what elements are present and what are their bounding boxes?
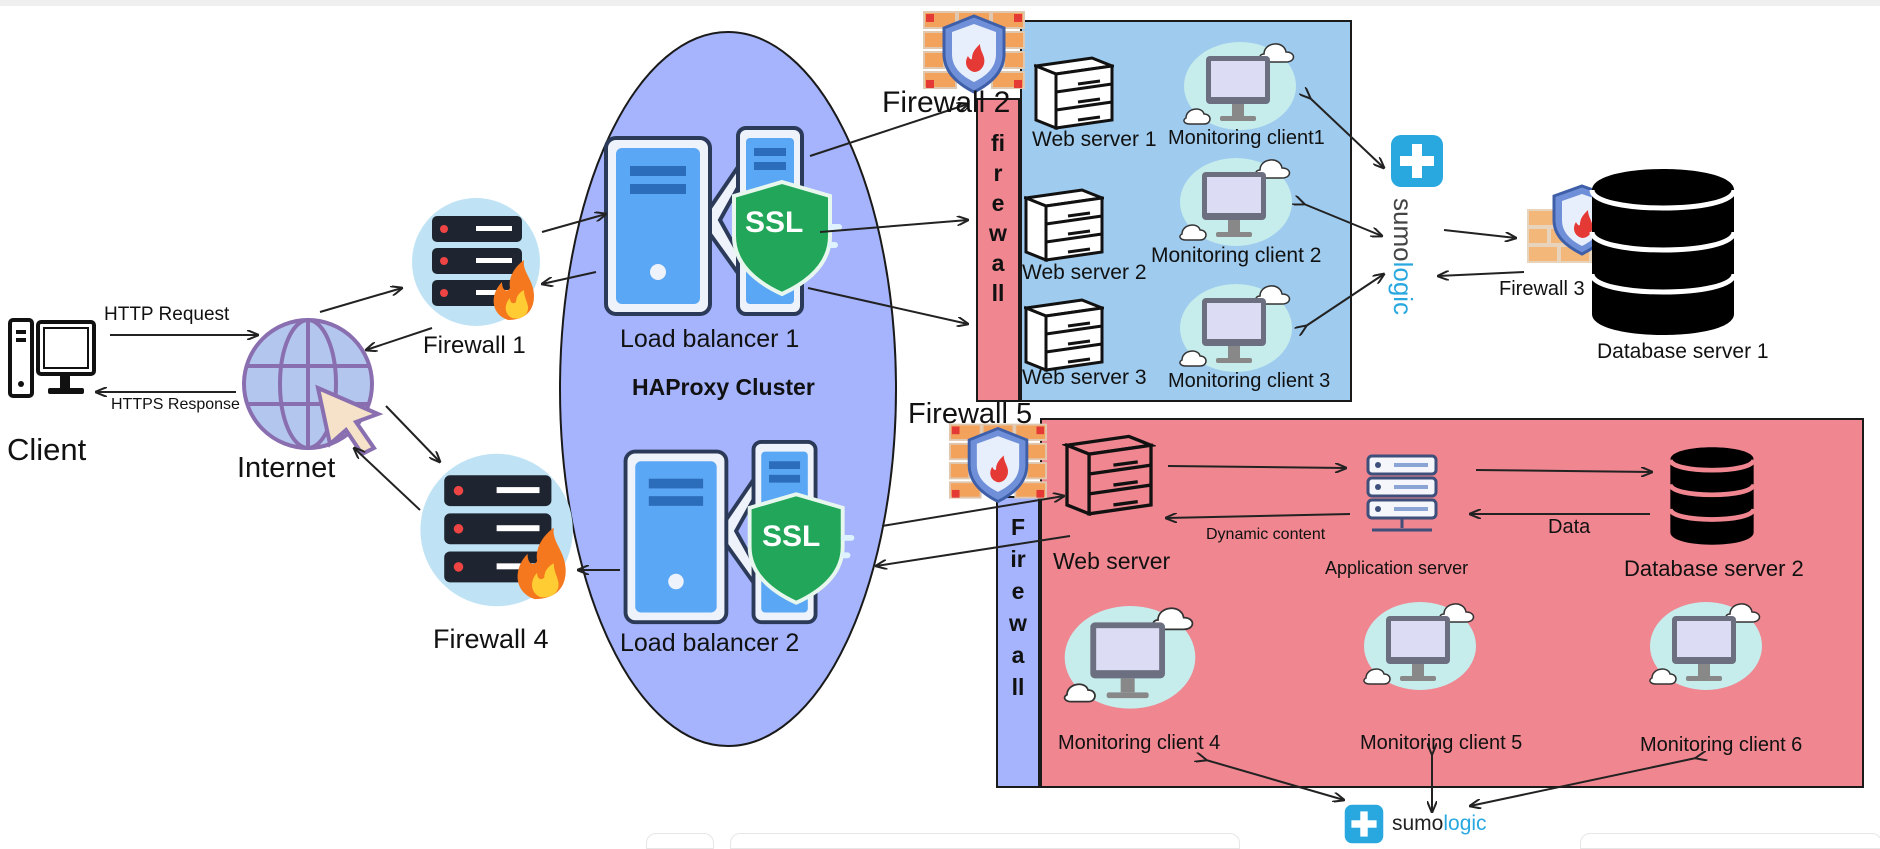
- fw-top-ch5: ll: [991, 280, 1005, 306]
- fw-top-ch1: r: [993, 160, 1003, 186]
- web-server1-icon: [1034, 56, 1114, 130]
- arrow-webserver-lb2: [876, 535, 1071, 566]
- sumologic-bottom-logic: logic: [1443, 812, 1487, 835]
- client-monitor-icon: [8, 318, 96, 398]
- http-request-label: HTTP Request: [104, 304, 230, 325]
- arrow-lb2-webserver: [881, 496, 1064, 527]
- fw-bot-ch1: ir: [1010, 546, 1026, 572]
- firewall4-server-icon: [420, 453, 573, 607]
- firewall-strip-top: [976, 98, 1020, 402]
- database-server1-label: Database server 1: [1597, 340, 1769, 363]
- firewall2-label: Firewall 2: [882, 86, 1011, 119]
- fw-bot-ch4: a: [1011, 642, 1025, 668]
- firewall1-label: Firewall 1: [423, 332, 526, 359]
- monitoring-client4-label: Monitoring client 4: [1058, 732, 1221, 754]
- arrow-lb1-fw1: [542, 271, 597, 284]
- firewall5-label: Firewall 5: [908, 398, 1033, 430]
- haproxy-cluster-label: HAProxy Cluster: [632, 374, 815, 400]
- monitoring-client5-label: Monitoring client 5: [1360, 732, 1523, 754]
- sumologic-bottom-plus-icon: [1344, 804, 1384, 844]
- load-balancer1-icon: [604, 126, 842, 316]
- lb2-label: Load balancer 2: [620, 629, 800, 657]
- firewall4-label: Firewall 4: [433, 624, 549, 654]
- database-server1-icon: [1589, 169, 1737, 335]
- firewall1-server-icon: [412, 198, 540, 326]
- arrow-fw1-internet: [366, 327, 433, 350]
- web-server-label: Web server: [1053, 548, 1171, 574]
- monitoring-client1-icon: [1183, 42, 1296, 130]
- internet-label: Internet: [237, 452, 336, 484]
- data-label: Data: [1548, 516, 1591, 538]
- arrow-lb1-web3: [807, 287, 968, 324]
- monitoring-client2-label: Monitoring client 2: [1151, 244, 1322, 267]
- arrow-lb1-web1: [809, 104, 968, 157]
- monitoring-client3-icon: [1179, 284, 1292, 372]
- arrow-fw1-lb1: [541, 214, 606, 233]
- arrow-mon1-sumo: [1310, 98, 1384, 168]
- arrow-mon3-sumo: [1306, 274, 1384, 326]
- https-response-label: HTTPS Response: [111, 396, 240, 413]
- firewall-strip-top-text: fi r e w a ll: [976, 132, 1020, 305]
- application-server-icon: [1366, 454, 1438, 532]
- bottom-chrome-tab-2: [730, 833, 1240, 849]
- firewall3-label: Firewall 3: [1499, 278, 1585, 300]
- web-server1-label: Web server 1: [1032, 128, 1157, 151]
- arrow-mon4-sumo: [1206, 760, 1344, 800]
- application-server-label: Application server: [1325, 558, 1469, 578]
- web-server-icon: [1062, 434, 1156, 516]
- web-server2-label: Web server 2: [1022, 261, 1147, 284]
- arrow-fw3-sumo: [1438, 272, 1525, 276]
- monitoring-client3-label: Monitoring client 3: [1168, 370, 1331, 392]
- arrow-app-db2: [1475, 470, 1652, 472]
- monitoring-client4-icon: [1063, 606, 1196, 709]
- arrow-webserver-app: [1167, 466, 1346, 468]
- arrow-app-webserver: [1166, 514, 1351, 518]
- fw-bot-ch3: w: [1009, 610, 1027, 636]
- fw-top-ch3: w: [989, 220, 1007, 246]
- database-server2-icon: [1668, 447, 1756, 545]
- fw-bot-ch5: ll: [1011, 674, 1025, 700]
- arrow-internet-fw1: [319, 288, 402, 313]
- monitoring-client1-label: Monitoring client1: [1168, 127, 1325, 149]
- web-server2-icon: [1024, 188, 1104, 262]
- client-label: Client: [7, 432, 87, 467]
- ssl-badge-1: SSL: [745, 206, 804, 239]
- sumologic-bottom-sumo: sumo: [1392, 812, 1444, 835]
- load-balancer2-icon: [623, 439, 855, 625]
- lb1-label: Load balancer 1: [620, 325, 800, 353]
- arrow-sumo-fw3: [1443, 229, 1516, 238]
- arrow-fw4-internet: [354, 448, 421, 511]
- firewall2-wall-icon: [923, 11, 1025, 94]
- arrow-mon6-sumo: [1470, 758, 1696, 806]
- fw-top-ch4: a: [991, 250, 1005, 276]
- bottom-chrome-tab-3: [1580, 833, 1880, 849]
- fw-bot-ch2: e: [1011, 578, 1025, 604]
- fw-bot-ch0: F: [1010, 514, 1026, 540]
- window-top-edge: [0, 0, 1880, 6]
- ssl-badge-2: SSL: [762, 520, 821, 553]
- firewall5-wall-icon: [948, 423, 1048, 504]
- monitoring-client5-icon: [1363, 602, 1476, 690]
- sumologic-top-plus-icon: [1391, 135, 1443, 187]
- monitoring-client6-label: Monitoring client 6: [1640, 734, 1803, 756]
- web-server3-label: Web server 3: [1022, 366, 1147, 389]
- fw-top-ch2: e: [991, 190, 1005, 216]
- internet-globe-icon: [242, 318, 384, 456]
- arrow-internet-fw4: [385, 405, 440, 462]
- web-server3-icon: [1024, 298, 1104, 372]
- dynamic-content-label: Dynamic content: [1206, 526, 1326, 543]
- monitoring-client2-icon: [1179, 158, 1292, 246]
- database-server2-label: Database server 2: [1624, 556, 1804, 581]
- arrow-mon2-sumo: [1304, 204, 1382, 236]
- sumologic-bottom-text: sumologic: [1392, 812, 1487, 836]
- monitoring-client6-icon: [1649, 602, 1762, 690]
- firewall-strip-bottom-text: F ir e w a ll: [996, 516, 1040, 699]
- bottom-chrome-tab-1: [646, 833, 714, 849]
- arrow-lb1-web2: [819, 220, 968, 233]
- fw-top-ch0: fi: [990, 130, 1006, 156]
